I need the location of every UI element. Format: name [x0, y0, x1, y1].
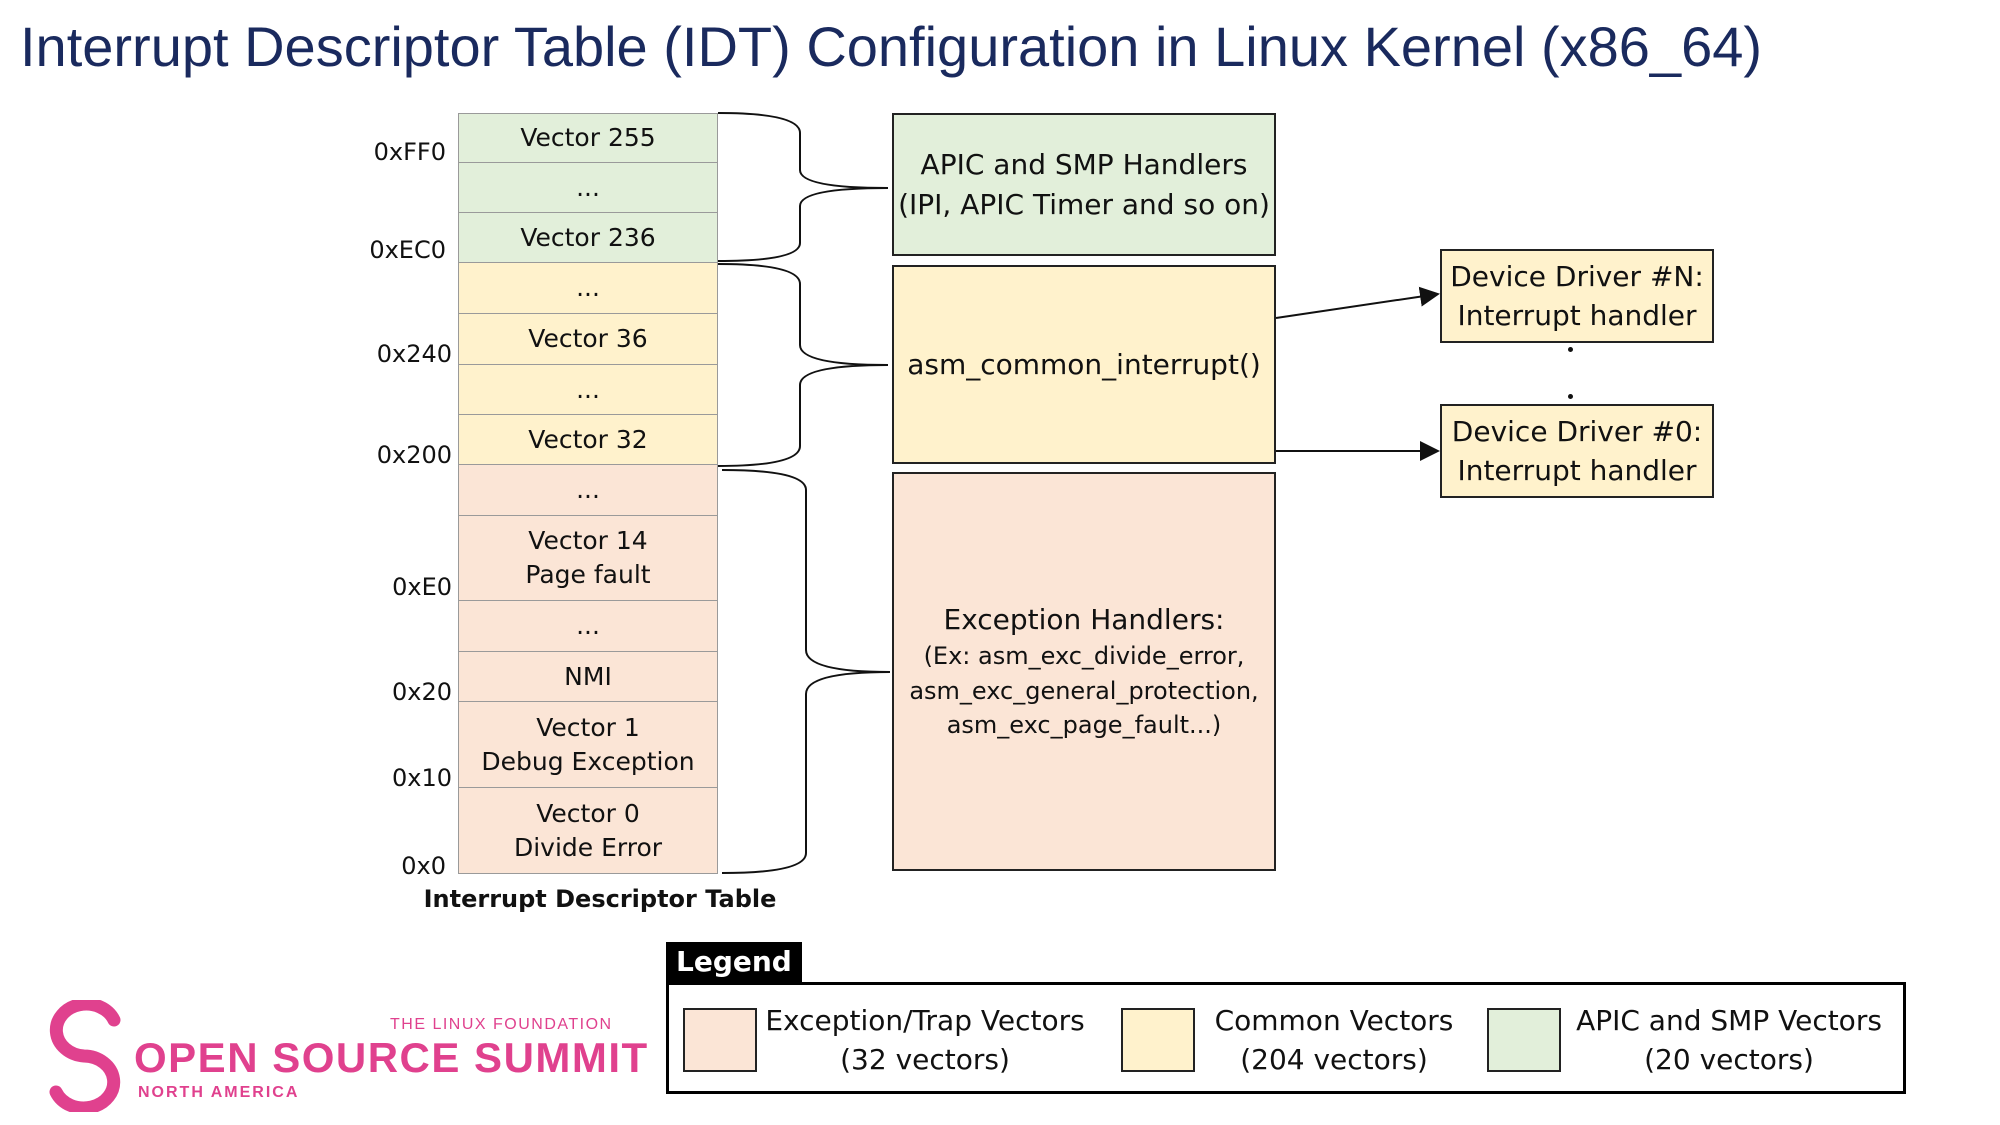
device-driver-n-subtitle: Interrupt handler	[1457, 299, 1697, 332]
address-label: 0x10	[391, 764, 452, 792]
idt-cell-text: ...	[576, 374, 600, 404]
idt-cell-vector-36: Vector 36	[458, 314, 718, 365]
common-interrupt-box: asm_common_interrupt()	[892, 265, 1276, 464]
idt-cell-nmi: NMI	[458, 652, 718, 702]
idt-cell-text: NMI	[564, 661, 612, 691]
address-label: 0xE0	[392, 573, 452, 601]
device-driver-n-title: Device Driver #N:	[1450, 259, 1704, 293]
device-driver-0-subtitle: Interrupt handler	[1457, 454, 1697, 487]
exception-handlers-title: Exception Handlers:	[943, 602, 1225, 636]
apic-smp-handlers-box: APIC and SMP Handlers (IPI, APIC Timer a…	[892, 113, 1276, 256]
address-label: 0x240	[376, 340, 452, 368]
idt-cell-vector-14: Vector 14 Page fault	[458, 516, 718, 601]
brace-apic	[717, 112, 889, 262]
common-interrupt-label: asm_common_interrupt()	[907, 347, 1261, 381]
idt-cell-ellipsis: ...	[458, 601, 718, 652]
legend-label: APIC and SMP Vectors	[1576, 1004, 1882, 1037]
idt-cell-subtext: Divide Error	[513, 832, 663, 862]
idt-cell-text: Vector 36	[528, 324, 648, 354]
idt-cell-vector-32: Vector 32	[458, 415, 718, 465]
address-label: 0x0	[401, 852, 446, 880]
idt-cell-subtext: Page fault	[525, 560, 651, 589]
idt-cell-text: Vector 32	[528, 424, 648, 454]
legend-swatch-apic	[1487, 1008, 1561, 1072]
open-source-summit-logo-icon	[49, 1000, 121, 1112]
ellipsis-dot	[1568, 394, 1573, 399]
logo-small-text: THE LINUX FOUNDATION	[390, 1016, 613, 1033]
exception-handlers-example: asm_exc_page_fault...)	[946, 711, 1222, 740]
idt-cell-text: Vector 255	[520, 123, 656, 153]
legend-label: Common Vectors	[1214, 1004, 1454, 1037]
idt-cell-vector-236: Vector 236	[458, 213, 718, 263]
device-driver-0-title: Device Driver #0:	[1451, 414, 1703, 448]
legend-swatch-common	[1121, 1008, 1195, 1072]
idt-cell-text: ...	[576, 172, 600, 202]
brace-exception	[721, 469, 891, 874]
idt-cell-text: Vector 0	[536, 798, 640, 828]
legend-item-exception: Exception/Trap Vectors (32 vectors)	[765, 1001, 1085, 1079]
legend: Exception/Trap Vectors (32 vectors) Comm…	[666, 982, 1906, 1094]
idt-cell-text: ...	[576, 273, 600, 303]
idt-cell-text: Vector 236	[520, 222, 656, 252]
exception-handlers-example: (Ex: asm_exc_divide_error,	[923, 641, 1245, 670]
address-label: 0xEC0	[369, 236, 446, 264]
legend-count: (32 vectors)	[840, 1043, 1010, 1077]
idt-cell-ellipsis: ...	[458, 263, 718, 314]
address-label: 0x20	[391, 678, 452, 706]
idt-cell-subtext: Debug Exception	[481, 746, 695, 776]
idt-cell-vector-0: Vector 0 Divide Error	[458, 788, 718, 874]
logo-sub-text: NORTH AMERICA	[138, 1084, 300, 1101]
legend-item-apic: APIC and SMP Vectors (20 vectors)	[1569, 1001, 1889, 1079]
brace-common	[717, 263, 889, 467]
idt-cell-text: Vector 1	[536, 712, 640, 742]
idt-table: Vector 255 ... Vector 236 ... Vector 36 …	[458, 113, 718, 874]
logo-main-text: OPEN SOURCE SUMMIT	[134, 1034, 649, 1081]
apic-handlers-title: APIC and SMP Handlers	[920, 148, 1248, 182]
idt-cell-text: ...	[576, 611, 600, 641]
idt-cell-vector-1: Vector 1 Debug Exception	[458, 702, 718, 788]
device-driver-0-box: Device Driver #0: Interrupt handler	[1440, 404, 1714, 498]
device-driver-n-box: Device Driver #N: Interrupt handler	[1440, 249, 1714, 343]
idt-cell-ellipsis: ...	[458, 163, 718, 213]
idt-cell-ellipsis: ...	[458, 365, 718, 415]
idt-cell-text: ...	[576, 475, 600, 505]
idt-cell-text: Vector 14	[528, 526, 648, 556]
exception-handlers-box: Exception Handlers: (Ex: asm_exc_divide_…	[892, 472, 1276, 871]
legend-count: (20 vectors)	[1644, 1043, 1814, 1077]
idt-caption: Interrupt Descriptor Table	[423, 885, 777, 913]
legend-label: Exception/Trap Vectors	[765, 1004, 1085, 1037]
page-title: Interrupt Descriptor Table (IDT) Configu…	[20, 15, 1763, 78]
exception-handlers-example: asm_exc_general_protection,	[909, 676, 1259, 705]
ellipsis-dot	[1568, 347, 1573, 352]
legend-item-common: Common Vectors (204 vectors)	[1199, 1001, 1469, 1079]
apic-handlers-subtitle: (IPI, APIC Timer and so on)	[898, 187, 1270, 221]
arrow-to-driver-n	[1275, 286, 1440, 319]
address-label: 0xFF0	[373, 138, 446, 166]
idt-cell-ellipsis: ...	[458, 465, 718, 516]
idt-cell-vector-255: Vector 255	[458, 113, 718, 163]
legend-swatch-exception	[683, 1008, 757, 1072]
legend-count: (204 vectors)	[1240, 1043, 1428, 1077]
legend-title: Legend	[666, 942, 802, 982]
address-label: 0x200	[376, 441, 452, 469]
